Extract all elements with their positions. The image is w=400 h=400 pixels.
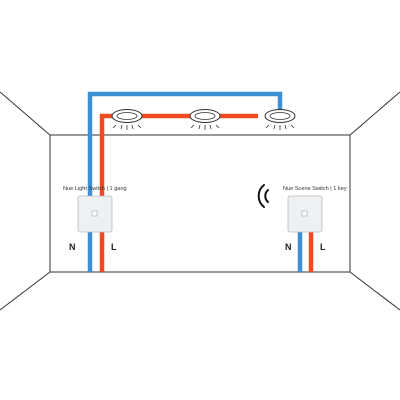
light-switch-live-label: L (111, 242, 117, 252)
neutral-wire-light-switch (87, 91, 283, 272)
floor-edge-right (349, 271, 400, 311)
light-switch-neutral-label: N (69, 242, 76, 252)
ceiling-edge-right (349, 91, 400, 136)
scene-switch (287, 195, 323, 233)
back-wall (49, 134, 351, 273)
live-wire-light-switch (99, 113, 258, 272)
downlight-3 (264, 109, 296, 130)
light-switch-label: Nue Light Switch | 1 gang (63, 186, 127, 192)
light-switch (77, 195, 113, 233)
wireless-signal-icon (257, 184, 269, 208)
scene-switch-live-label: L (320, 242, 326, 252)
downlight-1 (111, 109, 143, 130)
room-outline (0, 91, 400, 311)
scene-switch-label: Nue Scene Switch | 1 key (283, 186, 347, 192)
downlights (111, 109, 296, 130)
ceiling-edge-left (0, 91, 51, 136)
light-switch-button (91, 210, 98, 217)
downlight-2 (189, 109, 221, 130)
scene-switch-neutral-label: N (285, 242, 292, 252)
floor-edge-left (0, 271, 51, 311)
scene-switch-button (301, 210, 308, 217)
